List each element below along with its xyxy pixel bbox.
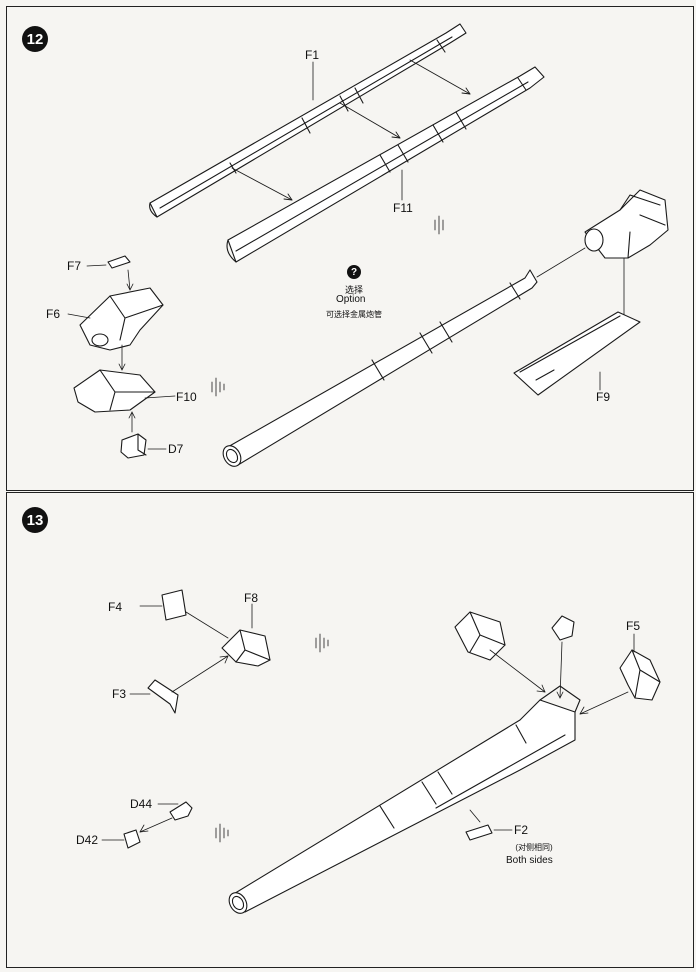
assembled-barrel xyxy=(228,685,581,914)
f7-pin xyxy=(86,255,134,291)
both-sides-cn: (对侧相同) xyxy=(515,843,553,852)
option-cn: 选择 xyxy=(344,285,363,295)
option-en: Option xyxy=(336,294,366,305)
metal-barrel-option xyxy=(222,247,586,467)
upper-housing-part xyxy=(454,611,546,693)
label-f10: F10 xyxy=(176,390,197,404)
label-f8: F8 xyxy=(244,591,259,605)
label-f7: F7 xyxy=(67,259,82,273)
label-d44: D44 xyxy=(130,797,153,811)
label-f5: F5 xyxy=(626,619,641,633)
label-f3: F3 xyxy=(112,687,127,701)
f5-bracket xyxy=(579,633,661,715)
step-13-badge: 13 xyxy=(22,507,48,533)
label-f4: F4 xyxy=(108,600,123,614)
f11-barrel-half xyxy=(226,66,545,263)
d44-part xyxy=(139,801,193,833)
f6-housing xyxy=(67,287,164,371)
label-f6: F6 xyxy=(46,307,61,321)
f1-barrel-half xyxy=(149,23,467,218)
d42-part xyxy=(101,829,141,849)
label-f11: F11 xyxy=(393,201,413,215)
sound-wave-icon xyxy=(211,215,444,843)
label-f9: F9 xyxy=(596,390,611,404)
both-sides-en: Both sides xyxy=(506,855,553,866)
f2-part xyxy=(465,809,513,841)
step-12-panel xyxy=(6,6,694,491)
option-cn-detail: 可选择金属炮管 xyxy=(326,310,382,319)
small-top-part xyxy=(551,615,575,699)
f3-plate xyxy=(129,655,229,714)
f4-plate xyxy=(139,589,229,639)
f10-base xyxy=(73,369,176,433)
step-12-badge: 12 xyxy=(22,26,48,52)
question-mark-icon: ? xyxy=(347,265,361,279)
f8-bracket xyxy=(221,603,271,667)
mantlet-assembly xyxy=(584,189,669,319)
label-f1: F1 xyxy=(305,48,320,62)
step-13-panel xyxy=(6,492,694,968)
label-f2: F2 xyxy=(514,823,529,837)
label-d42: D42 xyxy=(76,833,99,847)
label-d7: D7 xyxy=(168,442,184,456)
f9-plate xyxy=(513,311,641,396)
d7-block xyxy=(120,433,167,459)
